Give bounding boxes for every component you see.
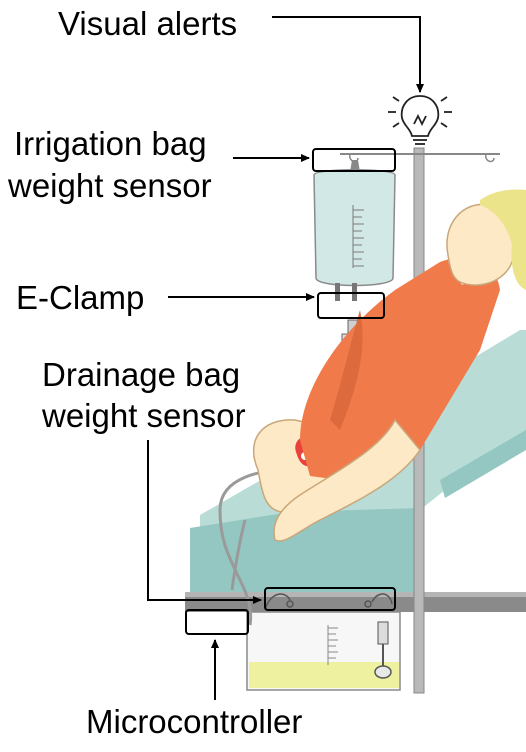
sensor-boxes [185,148,396,635]
patient-gown [300,257,500,482]
visual-alerts-label: Visual alerts [58,5,238,42]
bed-backrest-edge [440,430,526,498]
gown-fold [330,310,363,430]
light-bulb-icon [388,95,452,145]
drainage-label-line2: weight sensor [42,397,246,434]
bed-mattress [190,508,420,600]
eclamp-label: E-Clamp [16,279,145,316]
irrigation-sensor-box [312,148,396,172]
drainage-bag [246,611,401,691]
irrigation-label-line1: Irrigation bag [14,125,207,162]
drainage-valve [374,621,392,679]
patient-hair [480,189,526,290]
visual-alerts-arrow [272,16,424,93]
leader-lines [147,16,424,700]
patient [252,189,526,542]
eclamp-box [317,292,385,319]
bed-rail-highlight [185,592,526,597]
patient-arm [273,418,421,542]
irrigation-scale [352,205,364,268]
drainage-scale [327,625,338,665]
microcontroller-label: Microcontroller [86,703,303,740]
drainage-label-line1: Drainage bag [42,356,241,393]
microcontroller-box [185,609,249,635]
drainage-sensor-box [264,587,396,611]
drainage-hanger [264,593,393,611]
drainage-arrow [147,440,262,604]
drainage-fluid [249,662,399,688]
irrigation-label-line2: weight sensor [8,167,212,204]
